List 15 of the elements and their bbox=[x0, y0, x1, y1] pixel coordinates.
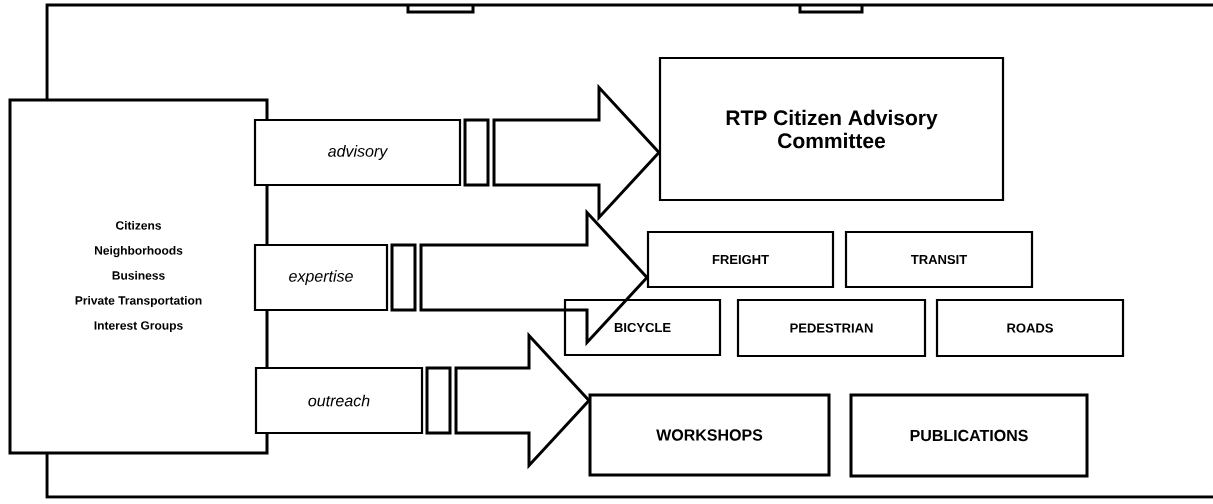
topic-box: FREIGHT bbox=[646, 230, 835, 289]
block-arrow bbox=[463, 83, 662, 222]
committee-box: RTP Citizen Advisory Committee bbox=[658, 56, 1005, 202]
block-arrow bbox=[390, 208, 650, 347]
topic-box: PEDESTRIAN bbox=[736, 298, 927, 358]
activity-box: PUBLICATIONS bbox=[849, 393, 1089, 478]
topic-box: ROADS bbox=[935, 298, 1125, 358]
block-arrow bbox=[425, 331, 592, 470]
activity-box: WORKSHOPS bbox=[588, 393, 831, 477]
topic-box: BICYCLE bbox=[563, 298, 722, 357]
arrow-label-box: expertise bbox=[253, 243, 389, 312]
arrow-label-box: outreach bbox=[254, 366, 424, 435]
topic-box: TRANSIT bbox=[844, 230, 1034, 289]
arrow-label-box: advisory bbox=[253, 118, 462, 187]
stakeholder-box: Citizens Neighborhoods Business Private Transportation Interest Groups bbox=[8, 98, 269, 455]
